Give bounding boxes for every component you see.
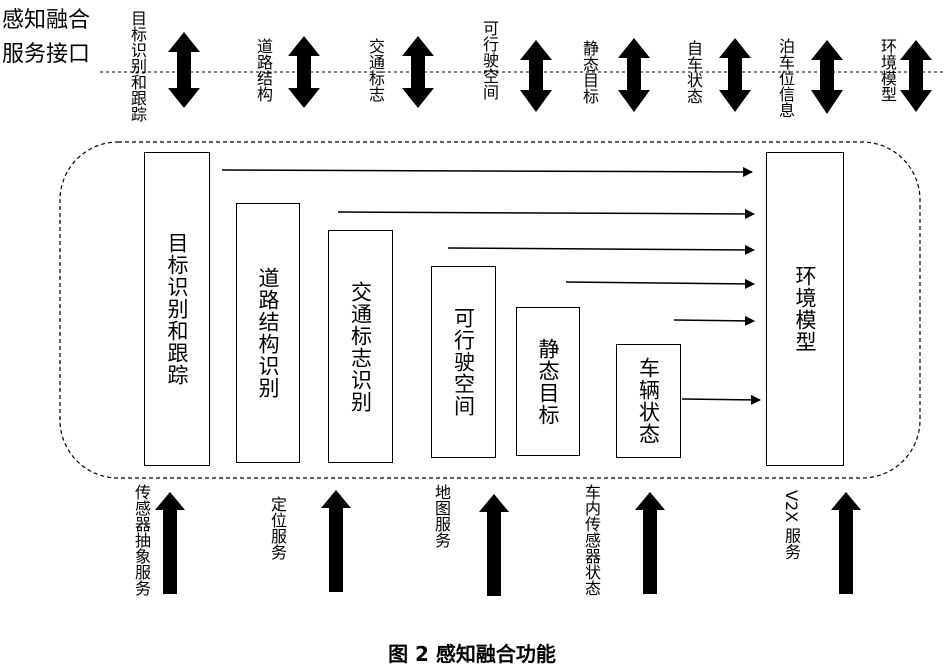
top-output-label-4: 可行驶空间 — [480, 20, 499, 100]
top-output-label-3: 交通标志 — [366, 38, 385, 102]
input-label-5: V2X 服务 — [782, 490, 801, 560]
double-arrow-5 — [618, 38, 650, 112]
top-output-label-8: 环境模型 — [878, 38, 897, 102]
top-output-label-1: 目标识别和跟踪 — [128, 10, 147, 122]
module-box-target-tracking: 目标识别和跟踪 — [144, 152, 210, 466]
interface-label-line-2: 服务接口 — [2, 42, 91, 67]
module-label-2: 道路结构识别 — [256, 267, 280, 399]
up-arrow-2 — [321, 490, 351, 592]
top-output-label-2: 道路结构 — [254, 38, 273, 102]
flow-arrow-2 — [337, 208, 755, 219]
double-arrow-1 — [168, 32, 200, 108]
interface-label-line-1: 感知融合 — [2, 8, 91, 33]
double-arrow-7 — [811, 40, 843, 114]
up-arrow-1 — [155, 492, 185, 594]
up-arrow-3 — [479, 494, 509, 596]
module-box-vehicle-state: 车辆状态 — [616, 344, 681, 458]
double-arrow-8 — [900, 40, 932, 112]
environment-model-label: 环境模型 — [793, 265, 817, 353]
input-label-2: 定位服务 — [268, 496, 287, 560]
double-arrow-3 — [402, 36, 434, 108]
flow-arrow-1 — [221, 166, 753, 177]
module-label-5: 静态目标 — [536, 337, 560, 426]
fusion-container — [59, 141, 921, 479]
interface-label: 感知融合 服务接口 — [2, 4, 90, 72]
flow-arrow-4 — [565, 278, 755, 289]
environment-model-box: 环境模型 — [766, 152, 844, 466]
module-label-4: 可行驶空间 — [451, 307, 476, 417]
top-output-label-5: 静态目标 — [580, 40, 599, 104]
top-output-label-7: 泊车位信息 — [776, 38, 795, 118]
input-label-3: 地图服务 — [432, 484, 451, 548]
double-arrow-6 — [719, 38, 751, 112]
flow-arrow-3 — [447, 244, 755, 255]
module-label-6: 车辆状态 — [636, 357, 661, 445]
module-box-road-structure: 道路结构识别 — [236, 203, 300, 463]
flow-arrows — [221, 166, 761, 405]
up-arrow-4 — [635, 492, 665, 594]
flow-arrow-6 — [681, 394, 761, 405]
module-box-static-target: 静态目标 — [516, 307, 580, 456]
input-label-4: 车内传感器状态 — [582, 484, 601, 596]
module-box-traffic-sign: 交通标志识别 — [328, 230, 393, 463]
input-label-1: 传感器抽象服务 — [132, 484, 151, 596]
module-box-drivable-space: 可行驶空间 — [431, 266, 496, 458]
figure-caption: 图 2 感知融合功能 — [388, 642, 556, 666]
top-double-arrows — [168, 32, 932, 114]
up-arrow-5 — [831, 492, 861, 594]
top-output-label-6: 自车状态 — [684, 40, 703, 104]
bottom-up-arrows — [155, 490, 861, 596]
double-arrow-4 — [520, 40, 552, 112]
double-arrow-2 — [288, 36, 320, 108]
module-label-3: 交通标志识别 — [348, 280, 373, 413]
module-label-1: 目标识别和跟踪 — [165, 232, 189, 386]
flow-arrow-5 — [673, 315, 755, 326]
